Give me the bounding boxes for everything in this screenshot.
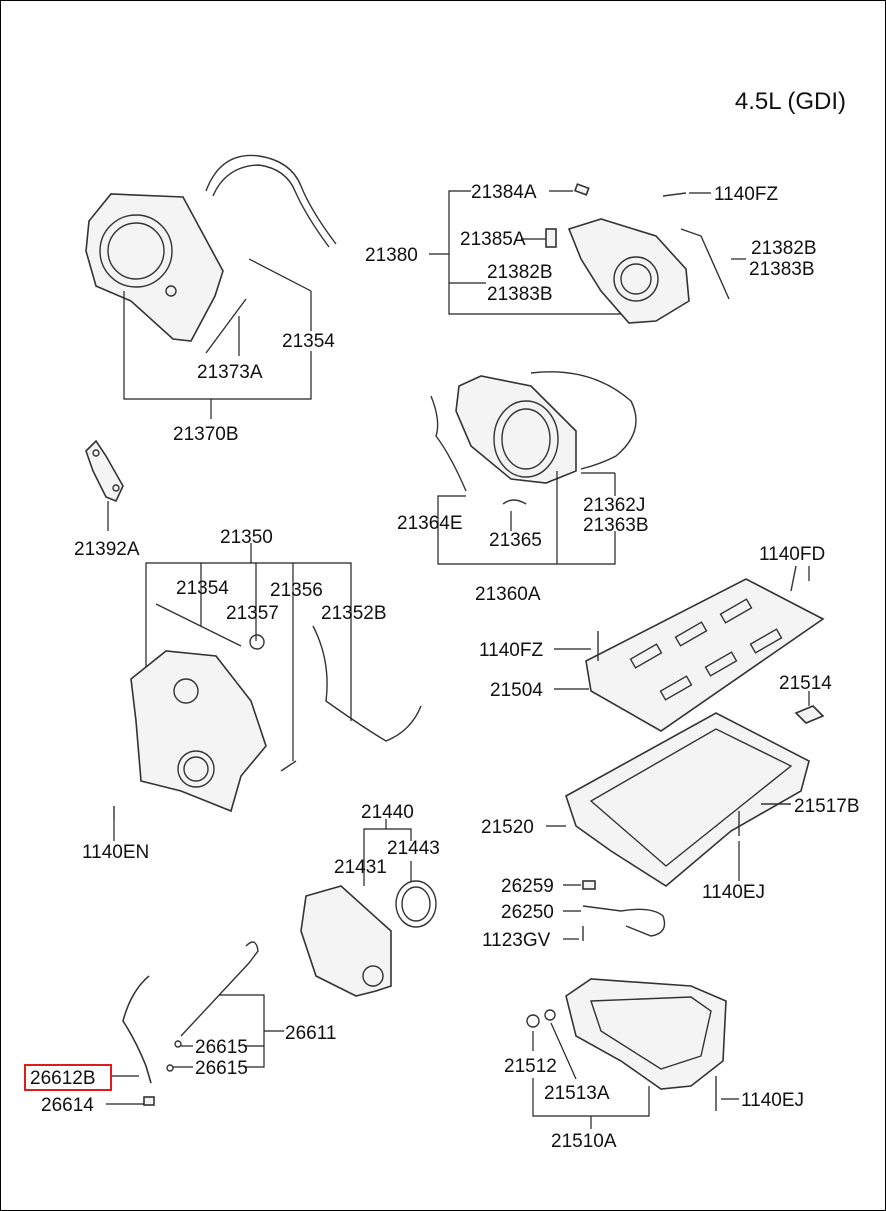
oil-seal-21443[interactable]: [395, 880, 437, 928]
label-21513A: 21513A: [544, 1083, 610, 1104]
label-21384A: 21384A: [471, 182, 537, 203]
label-21385A: 21385A: [460, 229, 526, 250]
bracket-21392A[interactable]: [85, 439, 124, 503]
timing-cover-21380-part[interactable]: [567, 218, 690, 324]
label-1140FZ-top: 1140FZ: [714, 184, 778, 205]
label-1140EN: 1140EN: [82, 842, 149, 863]
label-26615-b: 26615: [195, 1058, 248, 1079]
label-21365: 21365: [489, 530, 542, 551]
label-21370B: 21370B: [173, 424, 239, 445]
oil-pan-lower-21510A-part[interactable]: [565, 978, 727, 1090]
seal-strip-21373A[interactable]: [205, 298, 247, 354]
label-21354-mid: 21354: [176, 578, 229, 599]
label-21380: 21380: [365, 245, 418, 266]
gasket-21513A[interactable]: [544, 1009, 556, 1021]
label-21431: 21431: [334, 857, 387, 878]
label-1140FD: 1140FD: [759, 544, 825, 565]
label-21520: 21520: [481, 817, 534, 838]
label-21363B: 21363B: [583, 515, 649, 536]
label-26250: 26250: [501, 902, 554, 923]
label-21512: 21512: [504, 1056, 557, 1077]
label-21382B-right: 21382B: [751, 238, 817, 259]
label-1140EJ-bot: 1140EJ: [741, 1090, 804, 1111]
label-26615-a: 26615: [195, 1037, 248, 1058]
label-21440: 21440: [361, 802, 414, 823]
cover-gasket-21354[interactable]: [205, 154, 337, 245]
hose-21356[interactable]: [280, 760, 297, 772]
front-cover-21350-part[interactable]: [130, 650, 267, 813]
label-21364E: 21364E: [397, 513, 463, 534]
gasket-21352B[interactable]: [312, 625, 422, 742]
oil-pan-upper-21520-part[interactable]: [565, 712, 810, 887]
baffle-plate-21504-part[interactable]: [585, 578, 825, 732]
seal-strip-21354-mid[interactable]: [155, 603, 242, 647]
gasket-26259[interactable]: [582, 880, 596, 890]
label-21352B: 21352B: [321, 603, 387, 624]
label-21354-top: 21354: [282, 331, 335, 352]
seal-21364E[interactable]: [430, 395, 467, 492]
label-21443: 21443: [387, 838, 440, 859]
label-21383B-left: 21383B: [487, 284, 553, 305]
label-21360A: 21360A: [475, 584, 541, 605]
label-21383B-right: 21383B: [749, 259, 815, 280]
rear-cover-21431-part[interactable]: [300, 885, 392, 997]
label-21373A: 21373A: [197, 362, 263, 383]
bolt-1140FZ-top[interactable]: [662, 192, 687, 197]
label-26614: 26614: [41, 1095, 94, 1116]
label-26611: 26611: [285, 1023, 336, 1044]
label-21382B-left: 21382B: [487, 262, 553, 283]
label-21510A: 21510A: [551, 1131, 617, 1152]
seal-26614[interactable]: [143, 1096, 155, 1106]
clip-21385A[interactable]: [545, 228, 557, 248]
label-1140FZ-mid: 1140FZ: [479, 640, 543, 661]
bolt-1140FD[interactable]: [790, 565, 797, 592]
washer-21357[interactable]: [249, 634, 265, 650]
label-26259: 26259: [501, 876, 554, 897]
label-21356: 21356: [270, 580, 323, 601]
label-1140EJ-mid: 1140EJ: [702, 882, 765, 903]
label-26612B[interactable]: 26612B: [30, 1068, 96, 1089]
label-21362J: 21362J: [583, 495, 645, 516]
highlight-box-26612B[interactable]: [24, 1064, 112, 1091]
drain-plug-21512[interactable]: [526, 1014, 540, 1028]
label-21504: 21504: [490, 680, 543, 701]
strainer-26250[interactable]: [582, 905, 666, 937]
label-21514: 21514: [779, 673, 832, 694]
label-21392A: 21392A: [74, 539, 140, 560]
o-ring-21365[interactable]: [502, 499, 527, 505]
strip-21382B[interactable]: [680, 228, 730, 300]
dowel-21384A[interactable]: [573, 183, 590, 196]
o-ring-26615-a[interactable]: [174, 1040, 182, 1048]
timing-cover-upper-part[interactable]: [85, 193, 224, 342]
bracket-21514[interactable]: [794, 705, 825, 724]
dipstick-26611[interactable]: [180, 941, 259, 1037]
label-21350: 21350: [220, 527, 273, 548]
gasket-21362J[interactable]: [530, 371, 637, 470]
label-1123GV: 1123GV: [482, 930, 551, 951]
engine-title: 4.5L (GDI): [735, 88, 846, 115]
label-21517B: 21517B: [794, 796, 860, 817]
label-21357: 21357: [226, 603, 279, 624]
o-ring-26615-b[interactable]: [166, 1064, 174, 1072]
timing-cover-21360A-part[interactable]: [455, 375, 577, 484]
